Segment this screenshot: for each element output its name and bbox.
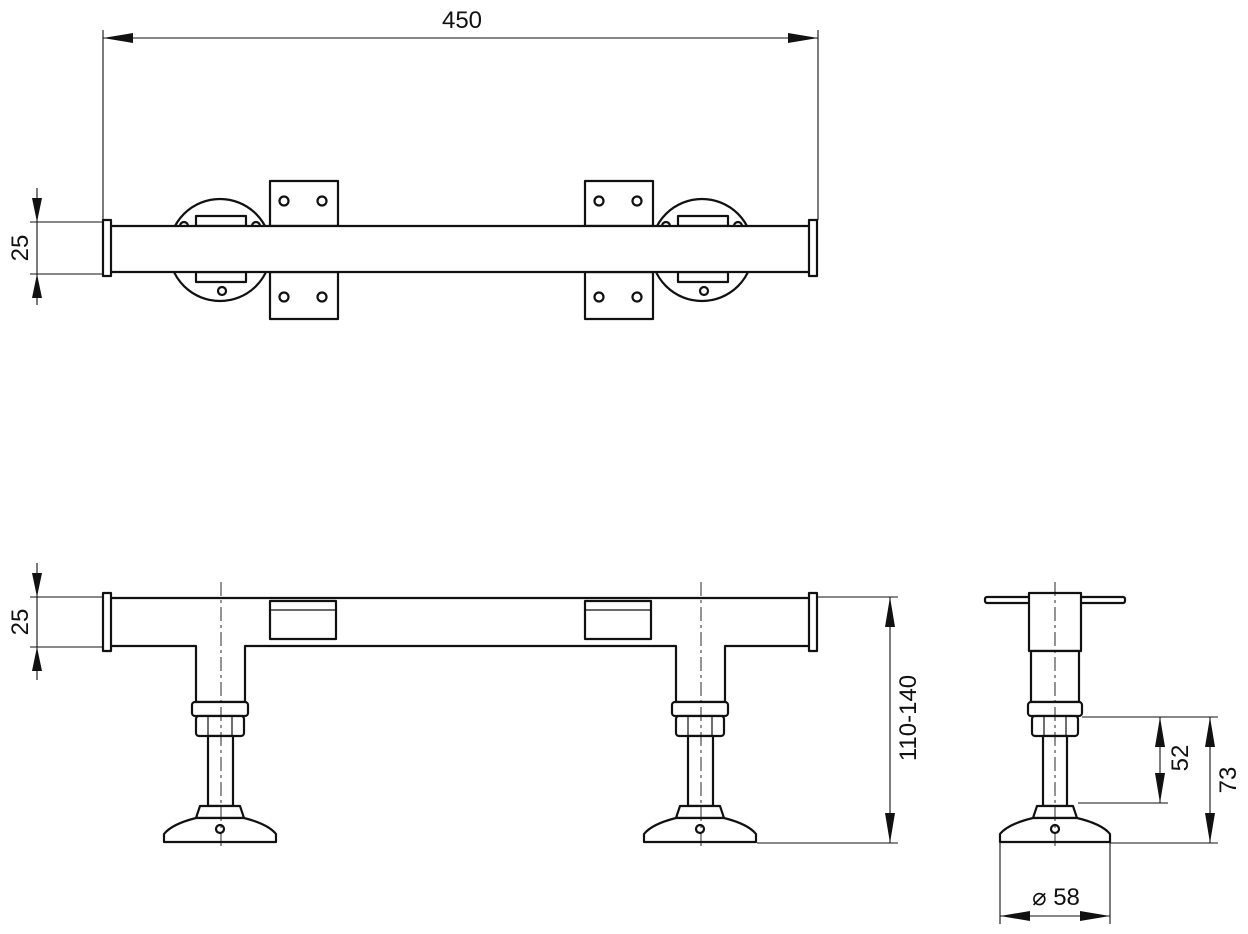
front-right-bracket [583, 599, 653, 641]
front-tube-left-cap [101, 591, 113, 653]
length-dimension: 450 [102, 7, 819, 220]
foot-height-label: 73 [1215, 767, 1242, 794]
front-left-foot [162, 700, 278, 844]
top-tube-left-cap [101, 218, 113, 278]
thread-length-label: 52 [1167, 745, 1194, 772]
top-tube-right-cap [807, 218, 819, 278]
top-tube [108, 224, 812, 274]
front-left-bracket [268, 599, 338, 641]
top-view: 450 25 [7, 7, 819, 321]
front-right-foot [642, 700, 758, 844]
top-right-bracket [583, 179, 655, 321]
front-tube-right-cap [807, 591, 819, 653]
foot-diameter-label: ⌀ 58 [1032, 884, 1080, 911]
foot-diameter-dimension: ⌀ 58 [999, 843, 1111, 924]
front-tube-height-label: 25 [7, 609, 34, 636]
front-view: 25 110-140 [7, 563, 922, 850]
foot-height-dimension: 73 [1110, 716, 1242, 844]
overall-height-label: 110-140 [895, 675, 922, 761]
overall-height-dimension: 110-140 [757, 596, 922, 844]
front-tube-height-dimension: 25 [7, 563, 103, 680]
front-tube-body [108, 596, 812, 704]
length-label: 450 [442, 7, 482, 34]
top-tube-height-label: 25 [7, 235, 34, 262]
top-tube-height-dimension: 25 [7, 188, 103, 305]
thread-length-dimension: 52 [1078, 716, 1194, 804]
side-view: 52 73 ⌀ 58 [983, 582, 1242, 924]
